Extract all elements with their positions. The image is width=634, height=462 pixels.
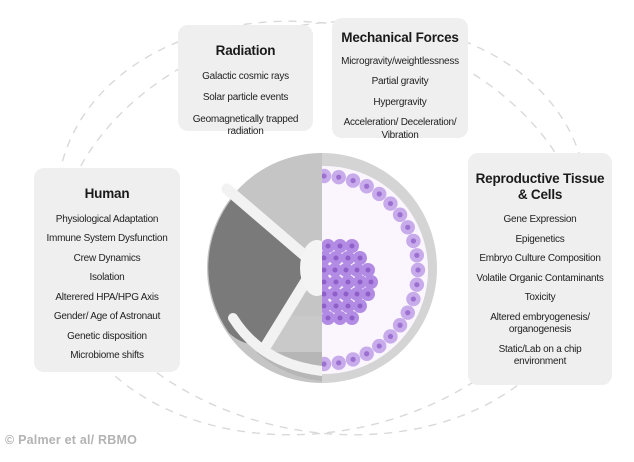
list-item: Altered embryogenesis/ organogenesis (490, 311, 590, 336)
list-item: Static/Lab on a chip environment (498, 343, 582, 368)
list-item: Acceleration/ Deceleration/ Vibration (343, 117, 457, 141)
card-mechanical-forces: Mechanical Forces Microgravity/weightles… (332, 18, 468, 141)
card-reproductive-tissue-cells-list: Gene Expression Epigenetics Embryo Cultu… (473, 214, 607, 369)
helmet-embryo-illustration (207, 153, 437, 383)
card-human-list: Physiological Adaptation Immune System D… (39, 214, 175, 363)
list-item: Microbiome shifts (70, 350, 144, 362)
list-item: Volatile Organic Contaminants (476, 272, 604, 284)
list-item: Epigenetics (515, 233, 565, 245)
card-human-title: Human (84, 186, 130, 201)
card-radiation-list: Galactic cosmic rays Solar particle even… (183, 71, 308, 139)
list-item: Gender/ Age of Astronaut (53, 311, 161, 323)
helmet-half (207, 153, 322, 383)
card-mechanical-forces-list: Microgravity/weightlessness Partial grav… (337, 56, 463, 143)
card-reproductive-tissue-cells-title: Reproductive Tissue & Cells (475, 171, 605, 202)
blastocyst-half (322, 153, 437, 383)
list-item: Isolation (89, 272, 125, 284)
list-item: Geomagnetically trapped radiation (192, 113, 299, 138)
list-item: Partial gravity (371, 76, 429, 88)
list-item: Microgravity/weightlessness (341, 55, 459, 67)
list-item: Physiological Adaptation (55, 213, 159, 225)
list-item: Solar particle events (202, 92, 289, 104)
card-reproductive-tissue-cells: Reproductive Tissue & Cells Gene Express… (468, 153, 612, 385)
list-item: Genetic disposition (67, 330, 147, 342)
copyright-attribution: © Palmer et al/ RBMO (5, 433, 137, 447)
visor-hinge (300, 240, 322, 296)
list-item: Crew Dynamics (73, 252, 141, 264)
list-item: Alterered HPA/HPG Axis (55, 291, 159, 303)
trophoblast-cell-ring (322, 168, 426, 372)
card-human: Human Physiological Adaptation Immune Sy… (34, 168, 180, 372)
inner-cell-mass (322, 239, 378, 325)
helmet-visor (208, 196, 305, 344)
list-item: Embryo Culture Composition (479, 253, 601, 265)
list-item: Immune System Dysfunction (46, 233, 168, 245)
list-item: Galactic cosmic rays (202, 70, 289, 82)
list-item: Hypergravity (373, 96, 427, 108)
list-item: Toxicity (524, 292, 556, 304)
list-item: Gene Expression (503, 214, 577, 226)
chin-band (228, 313, 322, 376)
card-mechanical-forces-title: Mechanical Forces (341, 30, 459, 45)
card-radiation: Radiation Galactic cosmic rays Solar par… (178, 25, 313, 137)
card-radiation-title: Radiation (215, 43, 276, 58)
visor-rim-lower (258, 270, 315, 355)
visor-rim-upper (221, 183, 317, 267)
